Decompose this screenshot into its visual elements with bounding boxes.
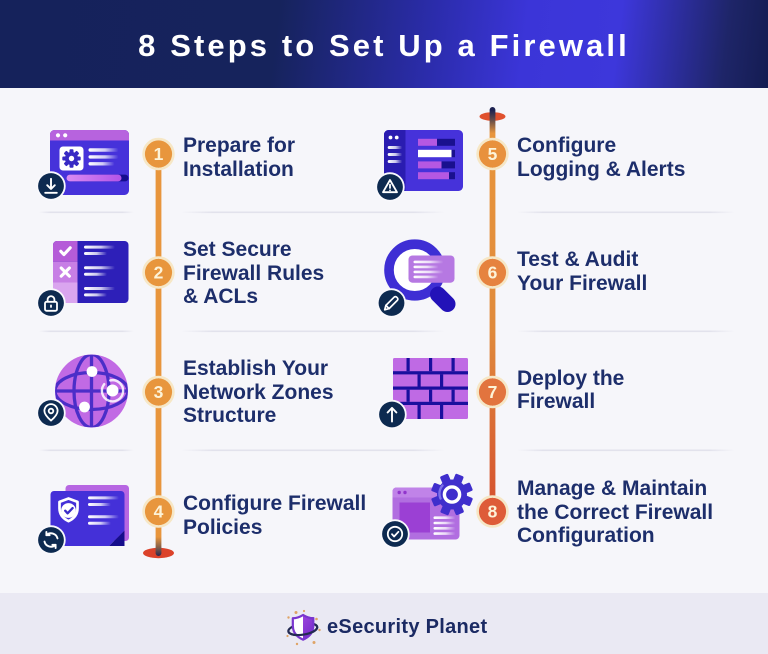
svg-text:6: 6 bbox=[488, 263, 498, 283]
svg-text:3: 3 bbox=[154, 382, 164, 402]
svg-text:2: 2 bbox=[154, 263, 164, 283]
svg-text:4: 4 bbox=[154, 502, 164, 522]
svg-text:8: 8 bbox=[488, 502, 498, 522]
svg-text:1: 1 bbox=[154, 144, 164, 164]
svg-text:7: 7 bbox=[488, 382, 498, 402]
svg-text:5: 5 bbox=[488, 144, 498, 164]
